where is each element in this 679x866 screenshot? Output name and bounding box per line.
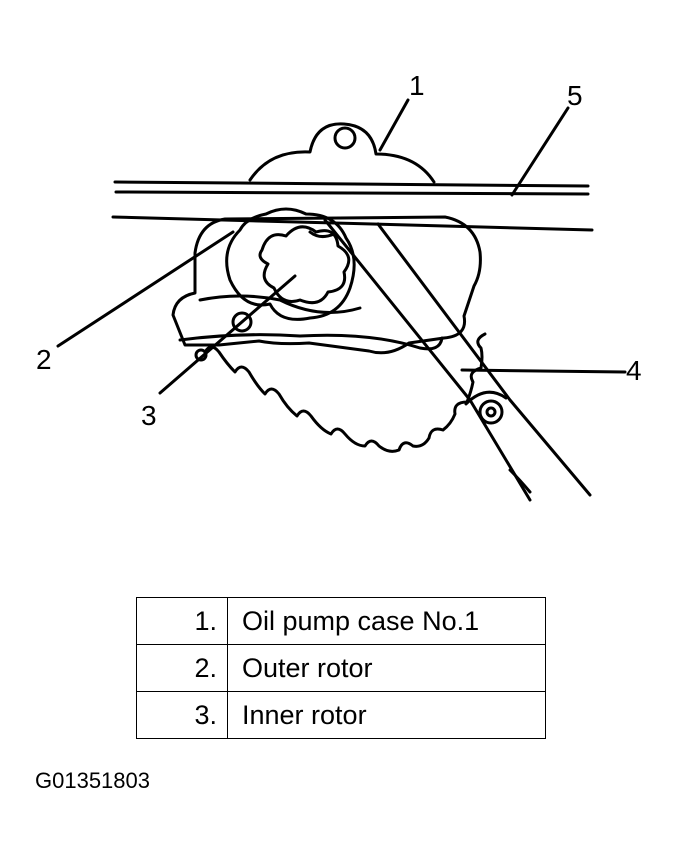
legend-number: 3. [136,691,228,739]
leader-line-3 [158,274,297,395]
legend-label: Inner rotor [227,691,546,739]
straight-edge-bottom [111,215,594,232]
leader-line-5 [510,106,570,197]
legend-row: 2. Outer rotor [136,644,546,692]
callout-1: 1 [409,70,425,101]
feeler-gauge-pivot-inner [485,406,497,418]
callout-5: 5 [567,80,583,111]
pump-case-body [171,215,482,355]
bolt-hole-top [333,126,357,150]
pump-case-top-lobe [248,122,436,184]
legend-label: Oil pump case No.1 [227,597,546,645]
leader-line-1 [378,98,410,152]
straight-edge-mid [114,190,590,196]
inner-rotor [258,225,351,305]
feeler-gauge [323,218,592,502]
legend-number: 1. [136,597,228,645]
callout-3: 3 [141,400,157,431]
oil-pump-diagram [56,98,627,502]
feeler-gauge-pivot-outer [478,399,504,425]
sprocket-gear [203,332,487,453]
leader-line-2 [56,230,235,348]
callout-4: 4 [626,355,642,386]
figure-id: G01351803 [35,768,150,793]
legend-table: 1. Oil pump case No.1 2. Outer rotor 3. … [136,597,546,739]
bolt-hole-left [231,311,253,333]
straight-edge-top [113,180,590,188]
legend-label: Outer rotor [227,644,546,692]
legend-number: 2. [136,644,228,692]
legend-row: 3. Inner rotor [136,691,546,739]
leader-line-4 [460,368,627,374]
legend-row: 1. Oil pump case No.1 [136,597,546,645]
outer-rotor [225,207,356,321]
callout-2: 2 [36,344,52,375]
